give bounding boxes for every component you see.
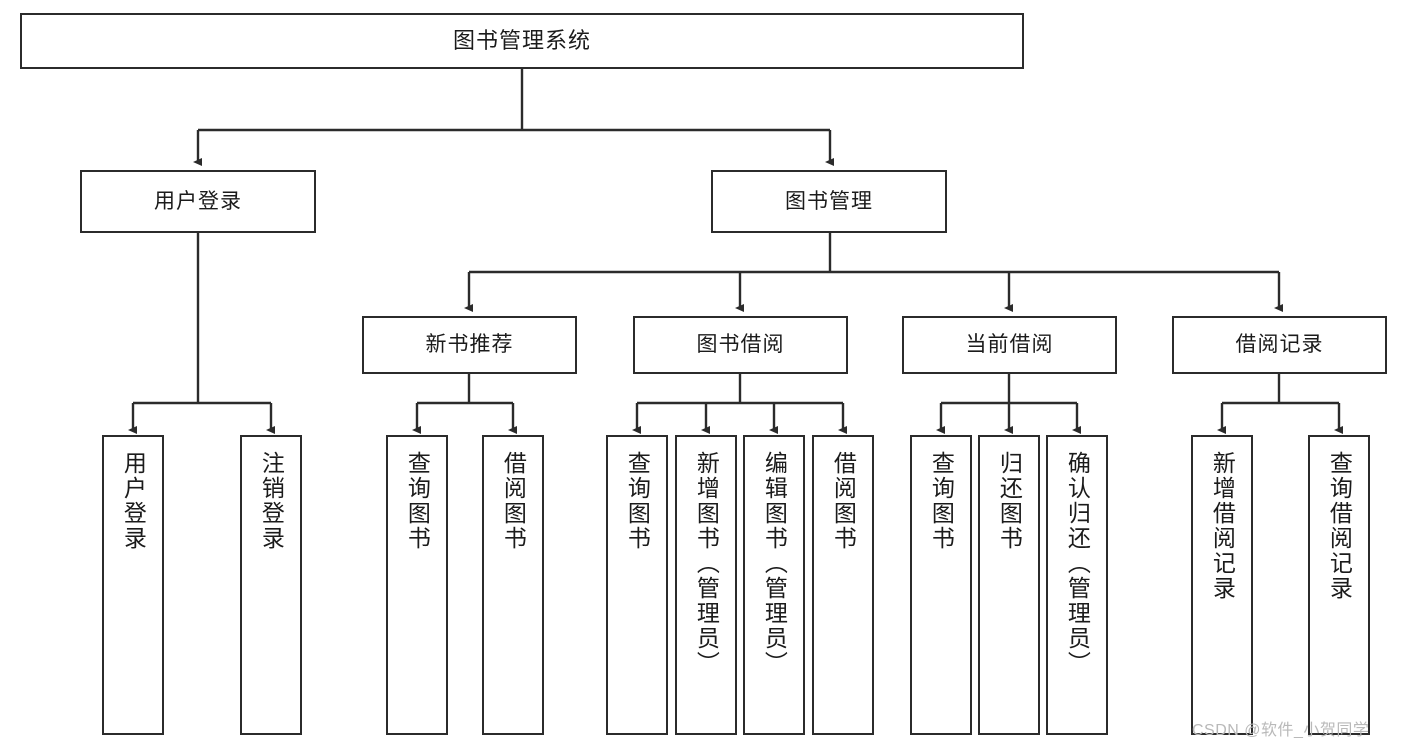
leaf-borrow-record-add-label: 新增借阅记录	[1209, 451, 1236, 601]
node-book-borrow[interactable]: 图书借阅	[633, 316, 848, 374]
node-borrow-record[interactable]: 借阅记录	[1172, 316, 1387, 374]
leaf-user-login-logout[interactable]: 注销登录	[240, 435, 302, 735]
node-root-system[interactable]: 图书管理系统	[20, 13, 1024, 69]
leaf-book-borrow-add[interactable]: 新增图书（管理员）	[675, 435, 737, 735]
leaf-current-borrow-return-label: 归还图书	[996, 451, 1023, 551]
leaf-borrow-record-query[interactable]: 查询借阅记录	[1308, 435, 1370, 735]
leaf-current-borrow-query[interactable]: 查询图书	[910, 435, 972, 735]
node-new-book-recommend-label: 新书推荐	[425, 333, 514, 357]
leaf-book-borrow-query[interactable]: 查询图书	[606, 435, 668, 735]
leaf-user-login-login[interactable]: 用户登录	[102, 435, 164, 735]
leaf-book-borrow-query-label: 查询图书	[624, 451, 651, 551]
leaf-borrow-record-query-label: 查询借阅记录	[1326, 451, 1353, 601]
node-current-borrow-label: 当前借阅	[965, 333, 1054, 357]
csdn-watermark: CSDN @软件_小贺同学	[1192, 722, 1370, 739]
node-book-manage[interactable]: 图书管理	[711, 170, 947, 233]
leaf-current-borrow-confirm-label: 确认归还（管理员）	[1064, 451, 1091, 676]
leaf-borrow-record-add[interactable]: 新增借阅记录	[1191, 435, 1253, 735]
node-new-book-recommend[interactable]: 新书推荐	[362, 316, 577, 374]
leaf-book-borrow-edit[interactable]: 编辑图书（管理员）	[743, 435, 805, 735]
leaf-current-borrow-query-label: 查询图书	[928, 451, 955, 551]
node-current-borrow[interactable]: 当前借阅	[902, 316, 1117, 374]
leaf-current-borrow-return[interactable]: 归还图书	[978, 435, 1040, 735]
leaf-user-login-login-label: 用户登录	[120, 451, 147, 551]
leaf-new-book-query-label: 查询图书	[404, 451, 431, 551]
leaf-book-borrow-borrow-label: 借阅图书	[830, 451, 857, 551]
node-book-borrow-label: 图书借阅	[696, 333, 785, 357]
node-user-login-label: 用户登录	[154, 189, 242, 213]
leaf-book-borrow-edit-label: 编辑图书（管理员）	[761, 451, 788, 676]
leaf-current-borrow-confirm[interactable]: 确认归还（管理员）	[1046, 435, 1108, 735]
leaf-user-login-logout-label: 注销登录	[258, 451, 285, 551]
node-user-login[interactable]: 用户登录	[80, 170, 316, 233]
leaf-new-book-query[interactable]: 查询图书	[386, 435, 448, 735]
leaf-new-book-borrow[interactable]: 借阅图书	[482, 435, 544, 735]
node-borrow-record-label: 借阅记录	[1235, 333, 1324, 357]
leaf-book-borrow-add-label: 新增图书（管理员）	[693, 451, 720, 676]
node-root-system-label: 图书管理系统	[452, 27, 591, 53]
leaf-book-borrow-borrow[interactable]: 借阅图书	[812, 435, 874, 735]
node-book-manage-label: 图书管理	[785, 189, 873, 213]
leaf-new-book-borrow-label: 借阅图书	[500, 451, 527, 551]
